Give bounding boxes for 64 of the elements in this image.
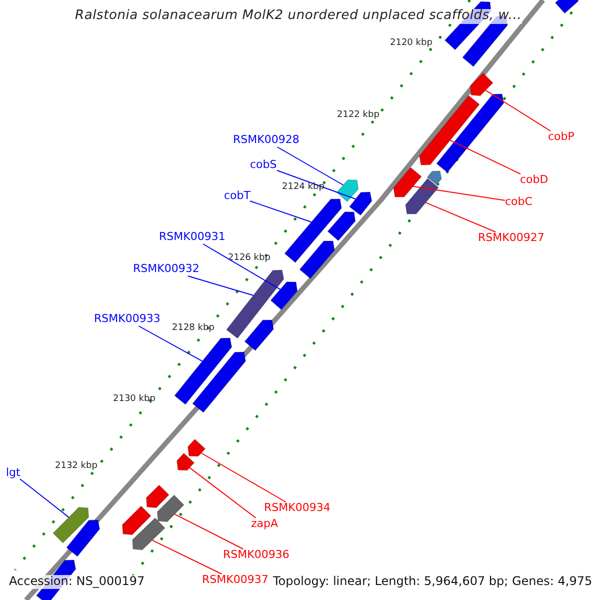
gene-label: RSMK00937 — [202, 574, 268, 587]
gene-feature — [52, 507, 89, 544]
scale-label: 2128 kbp — [172, 323, 214, 334]
gene-label: RSMK00928 — [233, 134, 300, 147]
gene-feature — [188, 438, 206, 457]
gene-feature — [132, 518, 166, 550]
gene-feature — [244, 320, 274, 351]
leader-line — [485, 90, 552, 132]
scale-label: 2126 kbp — [228, 253, 270, 264]
gene-feature — [349, 192, 372, 216]
gene-label: cobS — [250, 159, 277, 172]
gene-label: RSMK00927 — [478, 232, 544, 245]
leader-line — [20, 478, 70, 518]
scale-label: 2120 kbp — [390, 38, 432, 48]
gene-label: cobC — [505, 196, 532, 209]
gene-feature — [554, 0, 578, 14]
gene-feature — [270, 282, 298, 310]
gene-feature — [470, 72, 494, 96]
gene-label: zapA — [251, 518, 278, 531]
gene-feature — [299, 240, 335, 279]
gene-label: RSMK00934 — [264, 502, 330, 515]
gene-label: cobT — [224, 190, 250, 203]
leader-line — [138, 326, 203, 362]
summary-text: Topology: linear; Length: 5,964,607 bp; Genes: 4,975 — [273, 575, 592, 589]
gene-feature — [327, 212, 356, 242]
accession-text: Accession: NS_000197 — [9, 575, 145, 589]
gene-feature — [146, 484, 170, 508]
gene-label: RSMK00931 — [159, 231, 226, 244]
gene-feature — [174, 338, 232, 405]
leader-line — [276, 146, 344, 186]
gene-feature — [393, 167, 422, 198]
leader-line — [450, 140, 521, 174]
gene-feature — [419, 95, 480, 166]
gene-feature — [226, 270, 284, 339]
leader-line — [200, 452, 286, 502]
gene-label: RSMK00932 — [133, 263, 200, 276]
leader-line — [250, 200, 312, 222]
gene-feature — [176, 452, 195, 471]
gene-feature — [336, 180, 359, 202]
gene-label: lgt — [6, 467, 20, 480]
leader-line — [425, 202, 496, 232]
gene-feature — [436, 94, 504, 173]
gene-feature — [157, 494, 184, 522]
gene-feature — [192, 352, 246, 413]
title: Ralstonia solanacearum MolK2 unordered unplaced scaffolds, w... — [75, 9, 522, 24]
gene-feature — [405, 178, 439, 214]
leader-line — [202, 244, 281, 290]
leader-line — [187, 276, 254, 296]
gene-label: cobP — [548, 131, 574, 144]
scale-label: 2124 kbp — [282, 182, 324, 192]
leader-line — [276, 170, 356, 200]
scale-label: 2130 kbp — [113, 394, 156, 404]
gene-label: cobD — [520, 174, 548, 187]
leader-line — [189, 467, 256, 518]
gene-label: RSMK00936 — [223, 549, 290, 562]
gene-feature — [426, 170, 442, 186]
leader-line — [412, 186, 506, 201]
gene-feature — [122, 506, 152, 535]
leader-line — [174, 514, 244, 550]
leader-line — [152, 540, 222, 574]
scale-label: 2132 kbp — [55, 461, 98, 472]
gene-feature — [66, 520, 100, 557]
scale-label: 2122 kbp — [337, 110, 380, 120]
gene-label: RSMK00933 — [94, 313, 160, 326]
